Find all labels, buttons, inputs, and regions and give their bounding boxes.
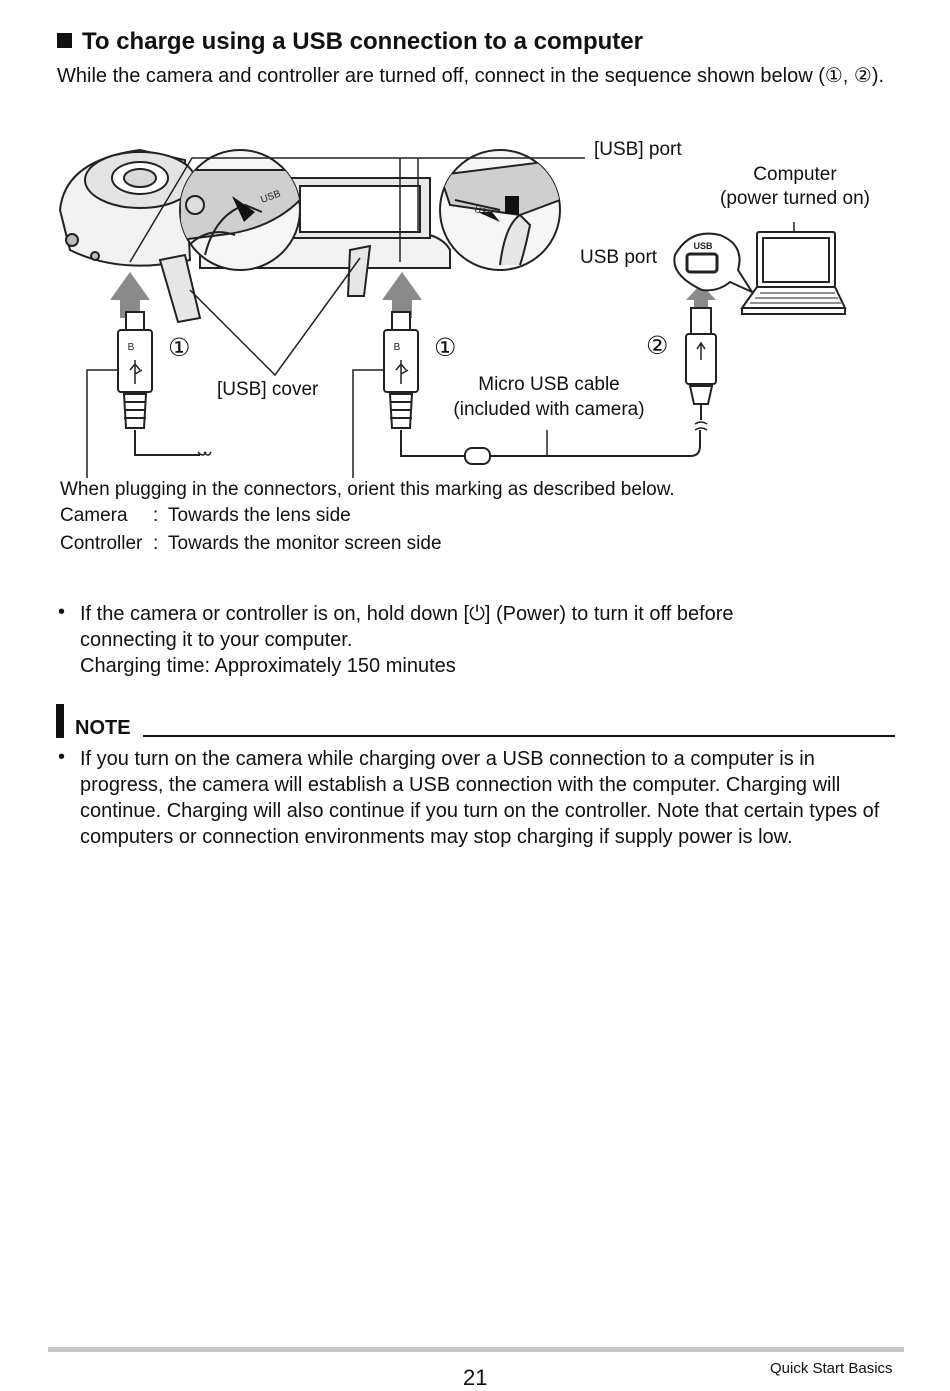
orientation-controller-sep: : bbox=[153, 533, 159, 554]
charging-time: Charging time: Approximately 150 minutes bbox=[80, 655, 456, 677]
footer-divider bbox=[48, 1347, 904, 1352]
bullet-symbol: • bbox=[58, 601, 66, 623]
orientation-camera-key: Camera bbox=[60, 505, 128, 526]
camera-illustration bbox=[58, 148, 196, 267]
note-bar-icon bbox=[56, 704, 64, 738]
step2-marker: ② bbox=[646, 332, 669, 360]
note-divider bbox=[143, 735, 895, 737]
step1-marker-left: ① bbox=[168, 334, 191, 362]
usb-port-label: [USB] port bbox=[594, 139, 682, 160]
orientation-controller-key: Controller bbox=[60, 533, 143, 554]
bullet-line1: If the camera or controller is on, hold … bbox=[80, 603, 734, 625]
magnified-port-left: USB bbox=[179, 149, 301, 271]
usb-engrave-right: USB bbox=[473, 204, 493, 218]
orientation-camera-value: Towards the lens side bbox=[168, 505, 351, 526]
micro-usb-plug-camera bbox=[86, 311, 200, 478]
laptop-icon bbox=[740, 231, 847, 315]
cable-label-line1: Micro USB cable bbox=[478, 374, 620, 395]
note-title: NOTE bbox=[75, 717, 131, 739]
note-bullet-symbol: • bbox=[58, 746, 66, 768]
step1-marker-middle: ① bbox=[434, 334, 457, 362]
micro-usb-plug-controller bbox=[352, 311, 701, 478]
connector-mark-left: B bbox=[128, 342, 135, 353]
computer-label-line1: Computer bbox=[753, 164, 837, 185]
connector-mark-middle: B bbox=[394, 342, 401, 353]
magnified-port-right: USB bbox=[439, 149, 561, 271]
usb-badge: USB bbox=[693, 241, 713, 251]
computer-label-line2: (power turned on) bbox=[720, 188, 870, 209]
cable-label-line2: (included with camera) bbox=[453, 399, 645, 420]
usb-port2-label: USB port bbox=[580, 247, 658, 268]
section-name: Quick Start Basics bbox=[770, 1360, 893, 1377]
usb-cover-label: [USB] cover bbox=[217, 379, 319, 400]
controller-usb-cover bbox=[346, 244, 372, 297]
usb-a-plug-computer bbox=[685, 307, 717, 431]
section-heading: To charge using a USB connection to a co… bbox=[57, 28, 643, 56]
usb-port-bubble bbox=[673, 232, 755, 295]
usb-connection-diagram: USB USB bbox=[58, 148, 847, 478]
orientation-camera-sep: : bbox=[153, 505, 159, 526]
orientation-controller-value: Towards the monitor screen side bbox=[168, 533, 442, 554]
bullet-line2: connecting it to your computer. bbox=[80, 629, 353, 651]
orientation-note: When plugging in the connectors, orient … bbox=[60, 479, 675, 500]
insert-arrows bbox=[110, 272, 716, 318]
square-bullet-icon bbox=[57, 33, 72, 48]
page-number: 21 bbox=[463, 1365, 488, 1390]
intro-paragraph: While the camera and controller are turn… bbox=[57, 65, 885, 87]
camera-usb-cover bbox=[158, 253, 202, 324]
note-text: If you turn on the camera while charging… bbox=[80, 748, 880, 848]
heading-text: To charge using a USB connection to a co… bbox=[82, 28, 643, 55]
